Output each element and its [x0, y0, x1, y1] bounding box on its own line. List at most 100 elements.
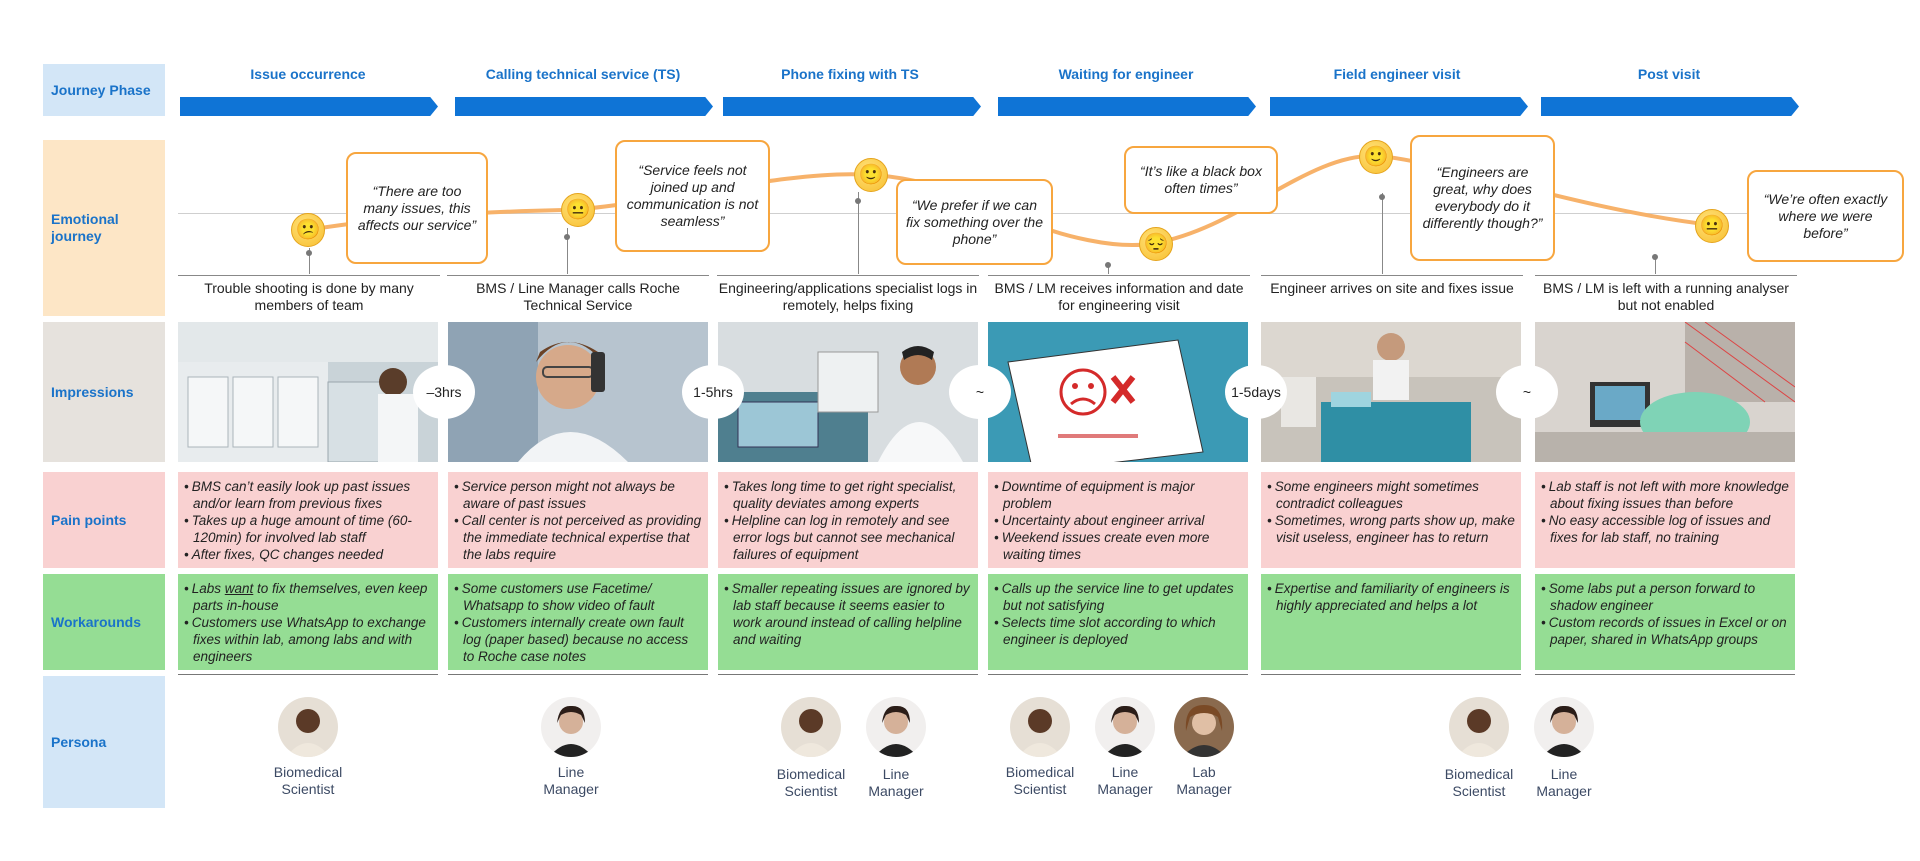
persona-name-line: Line [1550, 766, 1578, 782]
pain-points-5: Some engineers might sometimes contradic… [1261, 472, 1521, 568]
section-divider [718, 674, 978, 675]
phase-arrow-1 [180, 97, 438, 116]
step-description-1: Trouble shooting is done by many members… [178, 275, 440, 314]
persona-name-line: Manager [1176, 781, 1232, 797]
female-avatar-icon [866, 697, 926, 757]
avatar-line-manager [866, 697, 926, 757]
pain-point-item: Call center is not perceived as providin… [454, 512, 702, 563]
persona-name-line: Line [1111, 764, 1139, 780]
persona-name-line: Manager [868, 783, 924, 799]
phase-arrow-4 [998, 97, 1256, 116]
pain-point-item: Takes long time to get right specialist,… [724, 478, 972, 512]
emotion-stem-6 [1655, 256, 1656, 274]
persona-name-line: Manager [543, 781, 599, 797]
pain-points-3: Takes long time to get right specialist,… [718, 472, 978, 568]
lab-analysers-illustration [178, 322, 438, 462]
quote-bubble-5: “Engineers are great, why does everybody… [1410, 135, 1555, 261]
persona-name-line: Scientist [784, 783, 838, 799]
pain-points-2: Service person might not always be aware… [448, 472, 708, 568]
section-divider [448, 674, 708, 675]
workaround-text: Labs [191, 581, 225, 596]
duration-circle-4: 1-5days [1225, 365, 1287, 419]
step-description-5: Engineer arrives on site and fixes issue [1261, 275, 1523, 297]
pain-point-item: Takes up a huge amount of time (60-120mi… [184, 512, 432, 546]
workarounds-6: Some labs put a person forward to shadow… [1535, 574, 1795, 670]
emotion-stem-3 [858, 192, 859, 274]
emotion-stem-5 [1382, 193, 1383, 274]
workaround-item: Some customers use Facetime/ Whatsapp to… [454, 580, 702, 614]
persona-name-line: Biomedical [1005, 764, 1075, 780]
section-divider [1261, 674, 1521, 675]
neutral-sad-face-icon: 😕 [291, 213, 325, 247]
avatar-line-manager [1534, 697, 1594, 757]
neutral-face-icon: 😐 [561, 193, 595, 227]
pain-point-item: Weekend issues create even more waiting … [994, 529, 1242, 563]
quote-bubble-6: “We’re often exactly where we were befor… [1747, 170, 1904, 262]
duration-circle-5: ~ [1496, 365, 1558, 419]
phase-title-5: Field engineer visit [1333, 66, 1461, 82]
persona-name-line: Manager [1536, 783, 1592, 799]
phase-arrow-2 [455, 97, 713, 116]
workarounds-3: Smaller repeating issues are ignored by … [718, 574, 978, 670]
workarounds-1: Labs want to fix themselves, even keep p… [178, 574, 438, 670]
emotion-stem-1 [309, 248, 310, 274]
quote-bubble-3: “We prefer if we can fix something over … [896, 179, 1053, 265]
impression-photo-lab-analysers [178, 322, 438, 462]
impression-photo-no-samples-sign [988, 322, 1248, 462]
neutral-face-icon: 😐 [1695, 209, 1729, 243]
duration-circle-3: ~ [949, 365, 1011, 419]
male-avatar-icon [1449, 697, 1509, 757]
post-visit-lab-illustration [1535, 322, 1795, 462]
phase-title-1: Issue occurrence [250, 66, 366, 82]
persona-name-line: Line [557, 764, 585, 780]
workaround-item: Some labs put a person forward to shadow… [1541, 580, 1789, 614]
quote-bubble-2: “Service feels not joined up and communi… [615, 140, 770, 252]
impression-photo-field-engineer [1261, 322, 1521, 462]
workaround-item: Labs want to fix themselves, even keep p… [184, 580, 432, 614]
impression-photo-phone-call [448, 322, 708, 462]
avatar-biomedical-scientist [1449, 697, 1509, 757]
pain-point-item: After fixes, QC changes needed [184, 546, 432, 563]
duration-circle-1: –3hrs [413, 365, 475, 419]
workaround-item: Customers internally create own fault lo… [454, 614, 702, 665]
phase-title-4: Waiting for engineer [1058, 66, 1194, 82]
female-avatar-icon [1534, 697, 1594, 757]
happy-face-icon: 🙂 [1359, 140, 1393, 174]
duration-circle-2: 1-5hrs [682, 365, 744, 419]
emotion-stem-dot-2 [564, 234, 570, 240]
avatar-line-manager [1095, 697, 1155, 757]
pain-point-item: BMS can’t easily look up past issues and… [184, 478, 432, 512]
phase-title-2: Calling technical service (TS) [485, 66, 681, 82]
workaround-item: Customers use WhatsApp to exchange fixes… [184, 614, 432, 665]
persona-name-line: Biomedical [1444, 766, 1514, 782]
workaround-emphasis: want [224, 581, 254, 596]
pain-points-6: Lab staff is not left with more knowledg… [1535, 472, 1795, 568]
remote-support-illustration [718, 322, 978, 462]
male-avatar-icon [1010, 697, 1070, 757]
emotion-stem-dot-1 [306, 250, 312, 256]
phase-arrow-6 [1541, 97, 1799, 116]
step-description-2: BMS / Line Manager calls Roche Technical… [447, 275, 709, 314]
pain-point-item: Lab staff is not left with more knowledg… [1541, 478, 1789, 512]
quote-bubble-1: “There are too many issues, this affects… [346, 152, 488, 264]
pain-point-item: No easy accessible log of issues and fix… [1541, 512, 1789, 546]
row-label-workarounds: Workarounds [43, 574, 165, 670]
workaround-text: to fix themselves, even keep parts in-ho… [193, 581, 428, 613]
persona-name-line: Biomedical [776, 766, 846, 782]
persona-name-line: Manager [1097, 781, 1153, 797]
workarounds-2: Some customers use Facetime/ Whatsapp to… [448, 574, 708, 670]
row-label-pain-points: Pain points [43, 472, 165, 568]
workarounds-5: Expertise and familiarity of engineers i… [1261, 574, 1521, 670]
emotion-stem-dot-5 [1379, 194, 1385, 200]
female-avatar-icon [1174, 697, 1234, 757]
workaround-item: Custom records of issues in Excel or on … [1541, 614, 1789, 648]
quote-bubble-4: “It’s like a black box often times” [1124, 146, 1278, 214]
pain-points-4: Downtime of equipment is major problem U… [988, 472, 1248, 568]
pain-point-item: Uncertainty about engineer arrival [994, 512, 1242, 529]
